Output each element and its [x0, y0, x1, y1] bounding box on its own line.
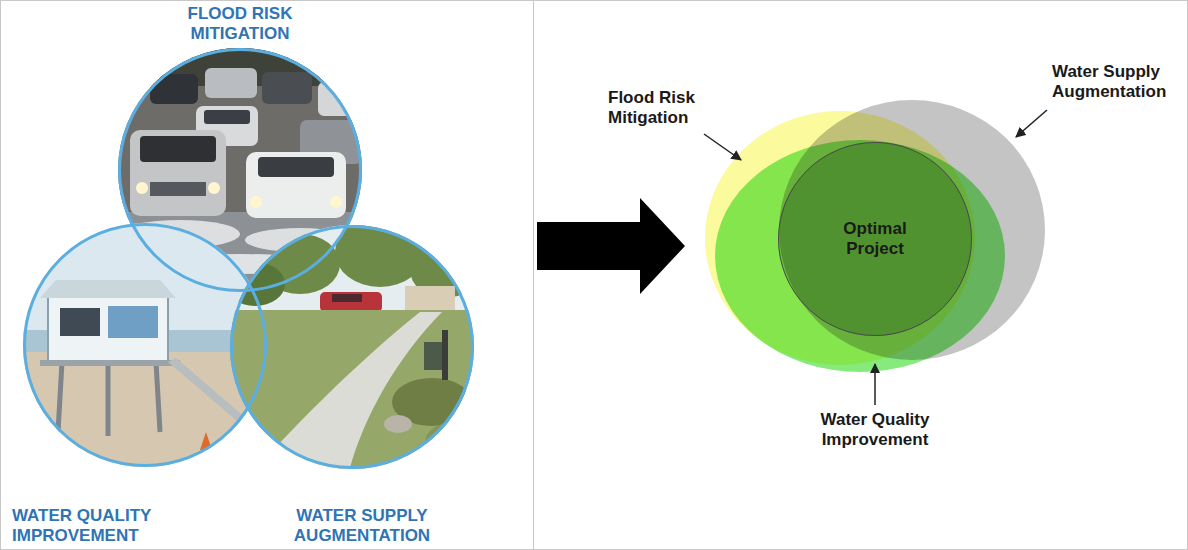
tower	[48, 296, 168, 362]
circle-heading: FLOOD RISK MITIGATION	[160, 4, 320, 44]
leader-arrow	[874, 364, 876, 405]
shape-outline	[230, 225, 474, 469]
leg	[156, 362, 160, 432]
headlight	[330, 196, 342, 208]
shape-outline	[118, 48, 362, 292]
topic-circle: WATER SUPPLY AUGMENTATION	[230, 225, 474, 469]
divider	[533, 0, 534, 550]
ellipse-label: Flood Risk Mitigation	[608, 88, 723, 128]
leader-arrow	[704, 134, 741, 160]
house	[405, 286, 455, 312]
car	[150, 74, 198, 104]
goal-ellipse: Water Supply Augmentation	[779, 100, 1045, 360]
sedan	[246, 152, 346, 218]
car	[262, 72, 312, 104]
roof	[40, 280, 176, 298]
optimal-circle: Optimal Project	[778, 142, 972, 336]
block-arrow	[537, 198, 685, 294]
post	[442, 330, 448, 380]
car	[205, 68, 257, 98]
window	[60, 308, 100, 336]
headlight	[208, 182, 220, 194]
headlight	[136, 182, 148, 194]
windshield	[204, 110, 250, 124]
leader-arrow	[1016, 110, 1047, 137]
rock	[384, 415, 412, 433]
circle-outline	[779, 143, 972, 336]
circle-heading: WATER SUPPLY AUGMENTATION	[262, 506, 462, 546]
car	[318, 82, 364, 116]
deck	[40, 360, 180, 366]
cone	[30, 428, 42, 446]
venn-fill	[715, 140, 1005, 372]
ellipse-label: Water Quality Improvement	[810, 410, 940, 450]
bin	[424, 342, 442, 370]
suv	[130, 130, 226, 216]
circle-outline	[232, 227, 473, 468]
leg	[58, 362, 62, 432]
shrub	[425, 422, 485, 462]
venn-fill	[778, 142, 972, 336]
leg	[106, 362, 111, 436]
car-window	[332, 294, 362, 302]
center-label: Optimal Project	[825, 219, 925, 259]
grille	[150, 182, 206, 196]
panel	[108, 306, 158, 338]
headlight	[250, 196, 262, 208]
circle-outline	[120, 50, 361, 291]
circle-outline	[25, 225, 266, 466]
red-car	[320, 292, 382, 312]
goal-ellipse: Water Quality Improvement	[715, 140, 1005, 372]
windshield	[140, 136, 216, 162]
windshield	[258, 157, 334, 177]
circle-heading: WATER QUALITY IMPROVEMENT	[12, 506, 212, 546]
topic-circle: FLOOD RISK MITIGATION	[118, 48, 362, 292]
ellipse-label: Water Supply Augmentation	[1052, 62, 1182, 102]
